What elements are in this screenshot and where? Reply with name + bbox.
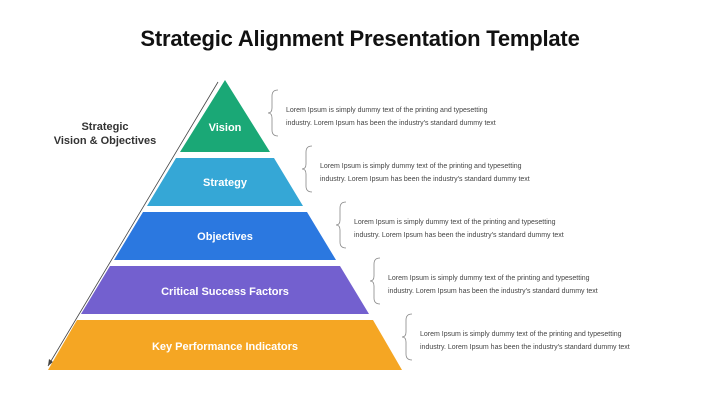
slide-title: Strategic Alignment Presentation Templat…: [140, 26, 580, 51]
tier-kpi-shape: [48, 320, 402, 370]
tier-description-line: industry. Lorem Ipsum has been the indus…: [354, 232, 564, 239]
tier-csf-shape: [81, 266, 369, 314]
tier-description: Lorem Ipsum is simply dummy text of the …: [388, 272, 598, 298]
bracket-icon: [267, 89, 279, 137]
tier-description-line: Lorem Ipsum is simply dummy text of the …: [388, 275, 590, 282]
tier-description-line: Lorem Ipsum is simply dummy text of the …: [286, 107, 488, 114]
tier-description: Lorem Ipsum is simply dummy text of the …: [354, 216, 564, 242]
tier-label-kpi: Key Performance Indicators: [151, 341, 299, 353]
tier-description: Lorem Ipsum is simply dummy text of the …: [320, 160, 530, 186]
bracket-icon: [335, 201, 347, 249]
bracket-icon: [301, 145, 313, 193]
tier-vision-shape: [180, 80, 270, 152]
tier-description-line: industry. Lorem Ipsum has been the indus…: [420, 344, 630, 351]
side-label-line1: Strategic: [81, 121, 129, 133]
bracket-icon: [401, 313, 413, 361]
tier-description-line: industry. Lorem Ipsum has been the indus…: [286, 120, 496, 127]
tier-description-line: industry. Lorem Ipsum has been the indus…: [320, 176, 530, 183]
arrow-head-icon: [48, 359, 53, 366]
tier-strategy-shape: [147, 158, 303, 206]
tier-label-strategy: Strategy: [202, 177, 248, 189]
tier-label-vision: Vision: [208, 122, 242, 134]
tier-description: Lorem Ipsum is simply dummy text of the …: [420, 328, 630, 354]
tier-label-objectives: Objectives: [197, 231, 253, 243]
tier-description-line: industry. Lorem Ipsum has been the indus…: [388, 288, 598, 295]
tier-description-line: Lorem Ipsum is simply dummy text of the …: [420, 331, 622, 338]
pyramid-side-arrow: [47, 81, 219, 367]
tier-label-csf: Critical Success Factors: [161, 286, 289, 298]
tier-description: Lorem Ipsum is simply dummy text of the …: [286, 104, 496, 130]
tier-objectives-shape: [114, 212, 336, 260]
tier-description-line: Lorem Ipsum is simply dummy text of the …: [320, 163, 522, 170]
side-label-line2: Vision & Objectives: [53, 135, 157, 147]
side-label: Strategic Vision & Objectives: [40, 120, 170, 148]
tier-description-line: Lorem Ipsum is simply dummy text of the …: [354, 219, 556, 226]
bracket-icon: [369, 257, 381, 305]
